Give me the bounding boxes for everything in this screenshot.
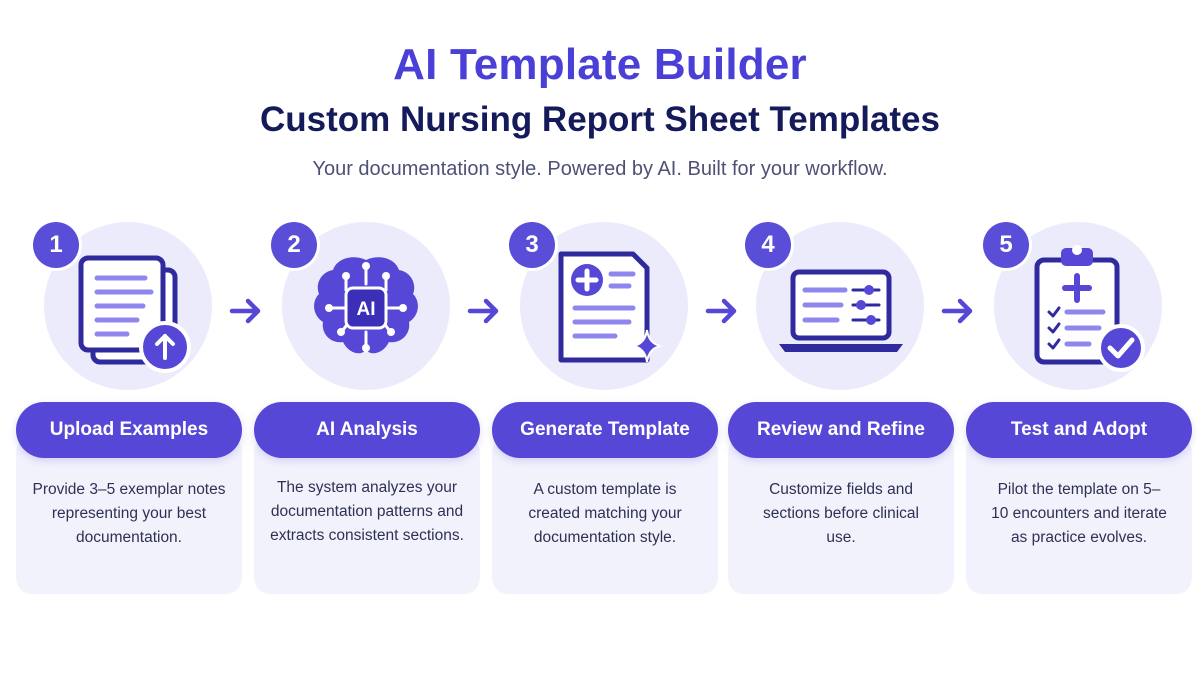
step-title: Review and Refine — [728, 402, 954, 458]
step-4: 4 Customize fields and sections before c… — [728, 0, 954, 675]
step-card: A custom template is created matching yo… — [492, 436, 718, 594]
step-title: AI Analysis — [254, 402, 480, 458]
clipboard-check-icon — [1034, 245, 1145, 372]
arrow-right-icon — [229, 298, 261, 324]
step-description: The system analyzes your documentation p… — [270, 479, 464, 544]
ai-brain-icon: AI — [314, 257, 418, 354]
step-number: 3 — [509, 222, 555, 268]
step-1: 1 Provide 3–5 exemplar notes representin… — [16, 0, 242, 675]
step-title: Test and Adopt — [966, 402, 1192, 458]
step-description: Customize fields and sections before cli… — [763, 481, 919, 546]
page-title: AI Template Builder — [393, 40, 807, 89]
step-description: A custom template is created matching yo… — [528, 481, 682, 546]
tagline: Your documentation style. Powered by AI.… — [312, 158, 888, 180]
step-3: 3 A custom template is created matching … — [492, 0, 718, 675]
step-5: 5 Pilot the template on 5–10 encounters … — [966, 0, 1192, 675]
step-description: Provide 3–5 exemplar notes representing … — [32, 481, 226, 546]
arrow-right-icon — [467, 298, 499, 324]
arrow-right-icon — [941, 298, 973, 324]
page-subtitle: Custom Nursing Report Sheet Templates — [259, 100, 940, 139]
step-number: 2 — [271, 222, 317, 268]
arrow-right-icon — [705, 298, 737, 324]
upload-document-icon — [78, 255, 191, 373]
step-number: 5 — [983, 222, 1029, 268]
step-description: Pilot the template on 5–10 encounters an… — [991, 481, 1167, 546]
step-2: AI 2 The system analyzes your documentat… — [254, 0, 480, 675]
step-number: 1 — [33, 222, 79, 268]
step-title: Generate Template — [492, 402, 718, 458]
step-title: Upload Examples — [16, 402, 242, 458]
step-card: Pilot the template on 5–10 encounters an… — [966, 436, 1192, 594]
ai-label: AI — [357, 299, 376, 320]
medical-template-icon — [558, 251, 662, 363]
step-card: The system analyzes your documentation p… — [254, 436, 480, 594]
step-card: Customize fields and sections before cli… — [728, 436, 954, 594]
laptop-sliders-icon — [779, 269, 903, 352]
step-card: Provide 3–5 exemplar notes representing … — [16, 436, 242, 594]
step-number: 4 — [745, 222, 791, 268]
